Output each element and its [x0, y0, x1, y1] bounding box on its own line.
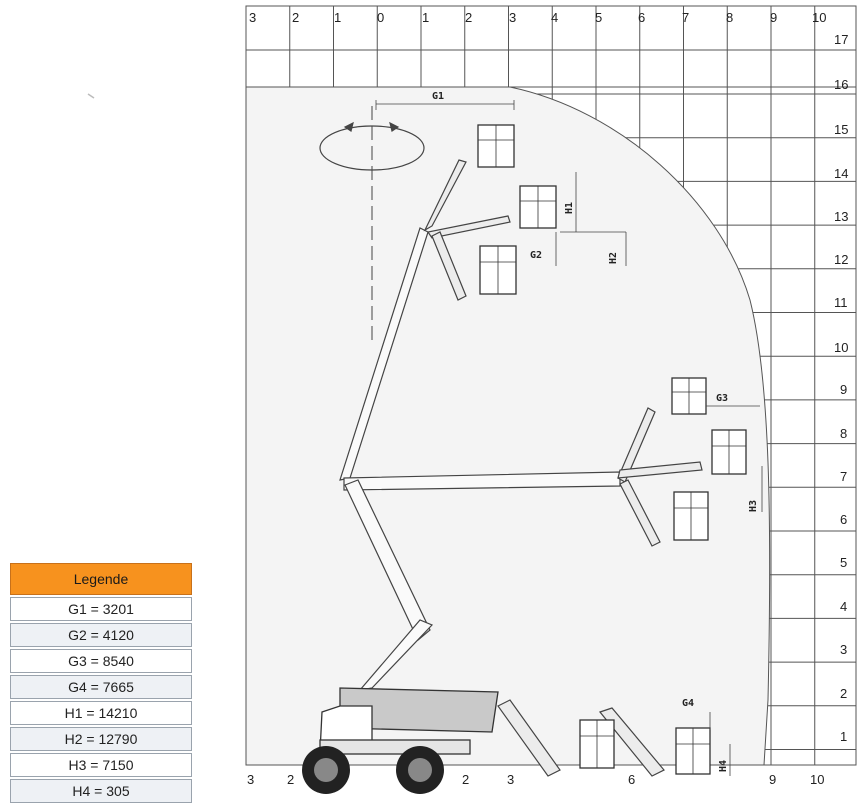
dim-h2: H2 — [608, 252, 619, 264]
legend-row: G4 = 7665 — [10, 675, 192, 699]
basket-details — [478, 125, 746, 774]
legend-table: Legende G1 = 3201 G2 = 4120 G3 = 8540 G4… — [10, 563, 192, 803]
bottom-label: 9 — [769, 772, 776, 787]
right-label: 1 — [840, 729, 847, 744]
right-label: 5 — [840, 555, 847, 570]
jib-ground-1 — [497, 699, 561, 777]
dim-h4: H4 — [718, 760, 729, 772]
working-envelope — [245, 86, 771, 766]
dim-g1: G1 — [432, 91, 444, 102]
right-label: 13 — [834, 209, 848, 224]
dim-g2: G2 — [530, 250, 542, 261]
top-label: 7 — [682, 10, 689, 25]
top-label: 6 — [638, 10, 645, 25]
right-label: 10 — [834, 340, 848, 355]
legend-row: H3 = 7150 — [10, 753, 192, 777]
right-label: 12 — [834, 252, 848, 267]
right-axis-labels: 17 16 15 14 13 12 11 10 9 8 7 6 5 4 3 2 … — [834, 32, 848, 744]
jib-top — [423, 159, 467, 232]
top-axis-labels: 3 2 1 0 1 2 3 4 5 6 7 8 9 10 — [249, 10, 826, 25]
top-label: 3 — [249, 10, 256, 25]
top-label: 1 — [422, 10, 429, 25]
dimension-labels: G1 G2 G3 G4 H1 H2 H3 H4 — [432, 91, 759, 772]
scan-mark — [87, 93, 95, 99]
wheels — [302, 746, 444, 794]
right-label: 9 — [840, 382, 847, 397]
jib-right-mid — [617, 461, 703, 479]
right-label: 17 — [834, 32, 848, 47]
wheel-front-hub — [314, 758, 338, 782]
right-label: 2 — [840, 686, 847, 701]
dimension-lines — [375, 100, 763, 776]
bottom-label: 3 — [247, 772, 254, 787]
right-label: 4 — [840, 599, 847, 614]
top-label: 3 — [509, 10, 516, 25]
top-label: 10 — [812, 10, 826, 25]
top-label: 2 — [292, 10, 299, 25]
jib-arms — [423, 159, 703, 777]
right-label: 15 — [834, 122, 848, 137]
legend-row: H2 = 12790 — [10, 727, 192, 751]
jib-right-low — [619, 479, 661, 547]
jib-mid — [427, 215, 511, 239]
jib-right-top — [617, 407, 656, 483]
dim-g4: G4 — [682, 698, 694, 709]
top-label: 9 — [770, 10, 777, 25]
legend-row: G1 = 3201 — [10, 597, 192, 621]
jib-low — [431, 231, 467, 301]
right-label: 11 — [834, 295, 848, 310]
jib-ground-2 — [598, 707, 665, 777]
dim-h3: H3 — [748, 500, 759, 512]
right-label: 16 — [834, 77, 848, 92]
boom-lower-arm — [344, 479, 431, 641]
bottom-label: 2 — [287, 772, 294, 787]
top-label: 5 — [595, 10, 602, 25]
top-label: 1 — [334, 10, 341, 25]
wheel-rear-hub — [408, 758, 432, 782]
top-label: 0 — [377, 10, 384, 25]
legend-row: H4 = 305 — [10, 779, 192, 803]
top-label: 2 — [465, 10, 472, 25]
right-label: 8 — [840, 426, 847, 441]
chassis-frame — [319, 739, 471, 755]
dim-g3: G3 — [716, 393, 728, 404]
bottom-axis-labels: 3 2 2 3 6 9 10 — [247, 772, 824, 787]
right-label: 7 — [840, 469, 847, 484]
legend-row: G3 = 8540 — [10, 649, 192, 673]
boom-main-horizontal — [343, 471, 621, 491]
dim-h1: H1 — [564, 202, 575, 214]
top-label: 4 — [551, 10, 558, 25]
legend-row: H1 = 14210 — [10, 701, 192, 725]
legend-row: G2 = 4120 — [10, 623, 192, 647]
top-label: 8 — [726, 10, 733, 25]
bottom-label: 3 — [507, 772, 514, 787]
boom-upper-positions — [339, 227, 621, 691]
bottom-label: 10 — [810, 772, 824, 787]
bottom-label: 6 — [628, 772, 635, 787]
legend-title: Legende — [10, 563, 192, 595]
bottom-label: 2 — [462, 772, 469, 787]
right-label: 14 — [834, 166, 848, 181]
right-label: 6 — [840, 512, 847, 527]
right-label: 3 — [840, 642, 847, 657]
